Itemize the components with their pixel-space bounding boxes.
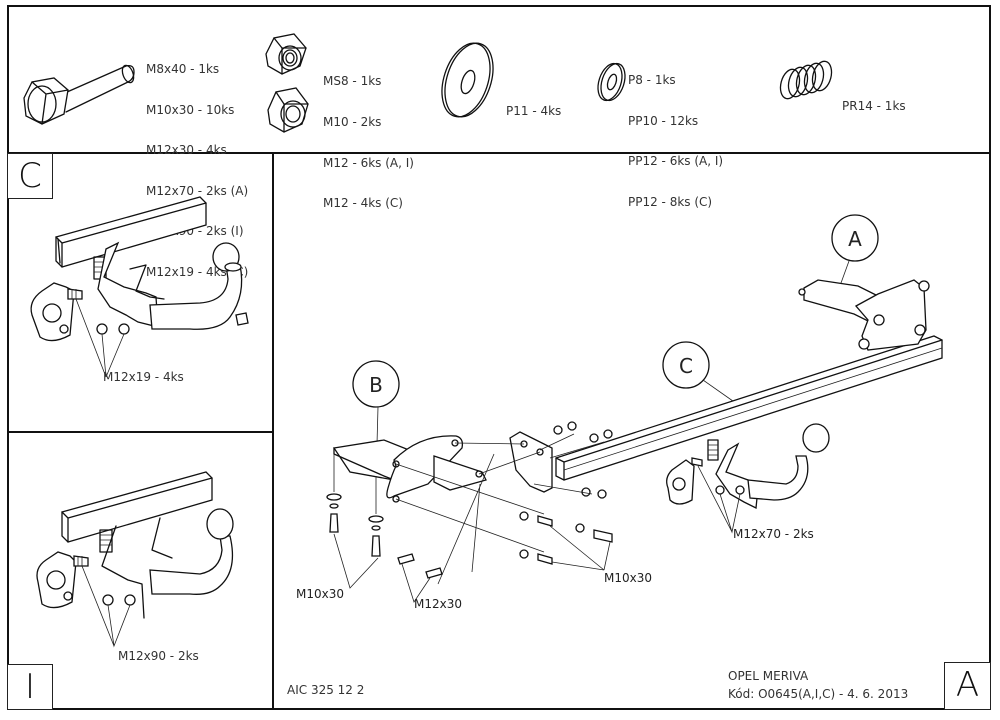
variant-c-callout: M12x19 - 4ks bbox=[103, 370, 184, 384]
hex-nut-icon bbox=[267, 87, 309, 133]
bolts-m12x30 bbox=[397, 553, 443, 603]
washer-list: P8 - 1ks PP10 - 12ks PP12 - 6ks (A, I) P… bbox=[628, 47, 723, 236]
variant-divider bbox=[7, 431, 273, 433]
callout-middle-bolts: M12x30 bbox=[414, 597, 462, 611]
exploded-lines bbox=[395, 433, 605, 585]
balloon-b-label: B bbox=[369, 373, 383, 397]
bracket-a bbox=[798, 279, 930, 351]
towbar-variant-c-drawing bbox=[30, 196, 249, 378]
balloon-c: C bbox=[662, 341, 741, 407]
washer-icon bbox=[597, 62, 626, 102]
bolts-m10-left bbox=[326, 454, 384, 589]
hex-nut-list: M10 - 2ks M12 - 6ks (A, I) M12 - 4ks (C) bbox=[323, 89, 414, 238]
towbar-variant-i-drawing bbox=[36, 471, 234, 648]
bracket-b bbox=[332, 435, 487, 503]
variant-a-label: A bbox=[944, 662, 991, 710]
balloon-c-label: C bbox=[679, 354, 693, 378]
hex-bolt-icon bbox=[23, 64, 135, 125]
variant-c-label: C bbox=[7, 153, 53, 199]
callout-hitch-bolts: M12x70 - 2ks bbox=[733, 527, 814, 541]
drawing-frame bbox=[7, 5, 991, 710]
code-line: Kód: O0645(A,I,C) - 4. 6. 2013 bbox=[728, 687, 909, 701]
hex-nut-item: M12 - 6ks (A, I) bbox=[323, 155, 414, 170]
large-washer-item: P11 - 4ks bbox=[506, 104, 562, 118]
column-divider bbox=[272, 152, 274, 710]
balloon-a-label: A bbox=[848, 227, 862, 251]
washer-item: P8 - 1ks bbox=[628, 73, 676, 87]
spring-washer-icon bbox=[779, 60, 833, 100]
callout-left-bolts: M10x30 bbox=[296, 587, 344, 601]
main-hitch bbox=[666, 423, 830, 534]
mid-plate bbox=[509, 431, 553, 493]
balloon-b: B bbox=[352, 360, 400, 445]
hex-nut-item: M12 - 4ks (C) bbox=[323, 196, 403, 210]
spring-list: PR14 - 1ks bbox=[842, 73, 906, 141]
vehicle-name: OPEL MERIVA bbox=[728, 669, 809, 683]
spring-item: PR14 - 1ks bbox=[842, 99, 906, 113]
variant-i-label: I bbox=[7, 664, 53, 710]
washers-nuts-group bbox=[553, 421, 613, 499]
balloon-a: A bbox=[831, 214, 879, 295]
drawing-number: AIC 325 12 2 bbox=[287, 683, 365, 697]
large-washer-icon bbox=[441, 42, 494, 118]
parts-strip-divider bbox=[7, 152, 991, 154]
bolt-item: M12x30 - 4ks bbox=[146, 143, 227, 157]
bolt-list: M8x40 - 1ks M10x30 - 10ks M12x30 - 4ks M… bbox=[146, 36, 248, 306]
lock-nut-icon bbox=[265, 33, 307, 75]
callout-right-bolts: M10x30 bbox=[604, 571, 652, 585]
lock-nut-item: MS8 - 1ks bbox=[323, 74, 382, 88]
bolt-item: M8x40 - 1ks bbox=[146, 62, 220, 76]
variant-i-callout: M12x90 - 2ks bbox=[118, 649, 199, 663]
washer-item: PP10 - 12ks bbox=[628, 113, 699, 128]
bolt-item: M10x30 - 10ks bbox=[146, 102, 235, 117]
hex-nut-item: M10 - 2ks bbox=[323, 115, 382, 129]
washer-item: PP12 - 6ks (A, I) bbox=[628, 154, 724, 168]
bolts-m10-right bbox=[519, 511, 613, 571]
towbar-assembly-drawing: A B C bbox=[296, 214, 943, 611]
washer-item: PP12 - 8ks (C) bbox=[628, 194, 713, 209]
crossbar-tube bbox=[555, 335, 943, 481]
bolt-item: M12x70 - 2ks (A) bbox=[146, 183, 249, 198]
large-washer-list: P11 - 4ks bbox=[506, 78, 561, 146]
lock-nut-list: MS8 - 1ks bbox=[323, 48, 381, 116]
